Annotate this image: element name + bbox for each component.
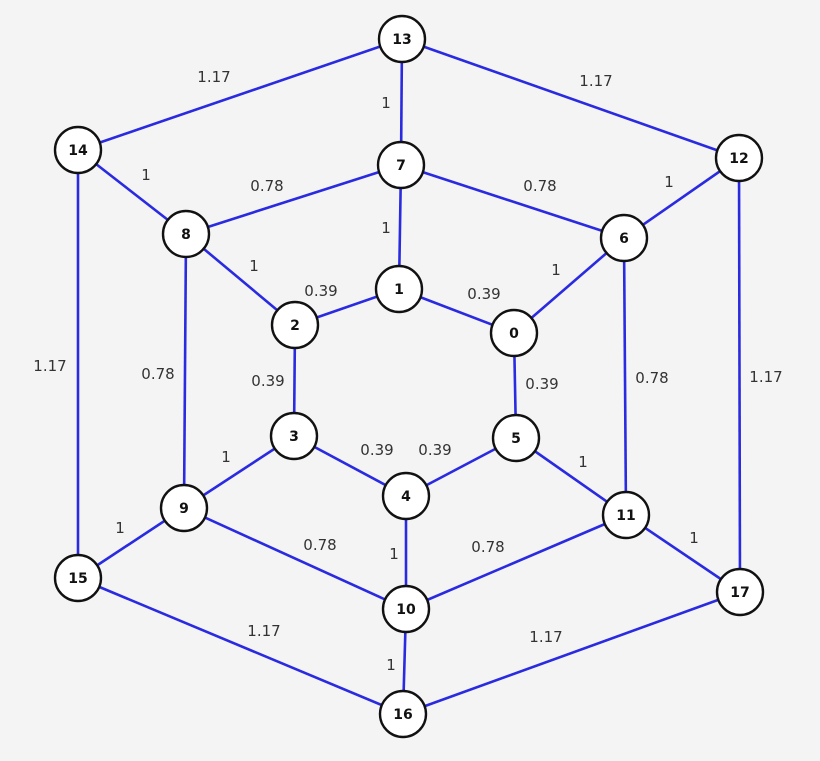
node-circle-10 [381,584,431,634]
node-2: 2 [270,300,320,350]
node-circle-4 [381,471,431,521]
edge-weight-label-7-6: 0.78 [523,177,556,195]
node-label-6: 6 [619,231,629,247]
node-17: 17 [715,567,765,617]
edge-weight-label-2-3: 0.39 [251,372,284,390]
edge-weight-label-7-13: 1 [381,94,391,112]
node-label-12: 12 [729,151,748,167]
edge-0-6 [513,237,625,334]
node-circle-17 [715,567,765,617]
edge-weight-label-1-0: 0.39 [467,285,500,303]
edge-weight-label-7-8: 0.78 [250,177,283,195]
node-0: 0 [489,308,539,358]
node-14: 14 [53,125,103,175]
node-label-10: 10 [396,602,416,618]
edge-weight-label-8-9: 0.78 [141,365,174,383]
node-circle-15 [53,553,103,603]
node-label-1: 1 [394,282,404,298]
node-4: 4 [381,471,431,521]
node-circle-16 [378,689,428,739]
edge-weight-label-12-17: 1.17 [749,368,782,386]
edge-13-12 [401,37,740,160]
node-circle-6 [599,213,649,263]
node-circle-2 [270,300,320,350]
edge-weight-label-4-5: 0.39 [418,441,451,459]
node-label-2: 2 [290,318,300,334]
edge-weight-label-6-11: 0.78 [635,369,668,387]
node-circle-0 [489,308,539,358]
node-16: 16 [378,689,428,739]
node-label-4: 4 [401,489,411,505]
edge-weight-label-13-12: 1.17 [579,72,612,90]
node-11: 11 [601,490,651,540]
edge-weight-label-11-10: 0.78 [471,538,504,556]
edge-weight-label-1-7: 1 [381,219,391,237]
edge-weight-label-3-9: 1 [221,448,231,466]
edge-7-8 [185,163,402,236]
edge-weight-label-5-11: 1 [578,453,588,471]
node-13: 13 [377,14,427,64]
node-7: 7 [376,140,426,190]
node-circle-1 [374,264,424,314]
node-label-0: 0 [509,326,519,342]
node-label-11: 11 [616,508,635,524]
edge-weight-label-14-15: 1.17 [33,357,66,375]
node-label-14: 14 [68,143,88,159]
node-circle-11 [601,490,651,540]
edge-weight-label-3-4: 0.39 [360,441,393,459]
edge-weight-label-9-15: 1 [115,519,125,537]
node-circle-3 [269,411,319,461]
edge-9-10 [183,506,407,611]
node-label-13: 13 [392,32,411,48]
node-15: 15 [53,553,103,603]
node-label-5: 5 [511,431,521,447]
node-circle-7 [376,140,426,190]
node-12: 12 [714,133,764,183]
node-label-3: 3 [289,429,299,445]
node-circle-13 [377,14,427,64]
edge-weight-label-6-12: 1 [664,173,674,191]
edge-weight-label-9-10: 0.78 [303,536,336,554]
edge-8-9 [182,233,188,509]
node-10: 10 [381,584,431,634]
node-1: 1 [374,264,424,314]
edge-7-6 [400,163,625,240]
edge-weight-label-2-8: 1 [249,257,259,275]
edge-weight-label-1-2: 0.39 [304,282,337,300]
edge-16-17 [402,590,741,716]
edge-13-14 [77,37,403,152]
edge-weight-label-5-0: 0.39 [525,375,558,393]
edge-weight-label-15-16: 1.17 [247,622,280,640]
node-label-15: 15 [68,571,87,587]
node-circle-12 [714,133,764,183]
node-label-17: 17 [730,585,749,601]
edge-15-16 [77,576,404,716]
node-circle-14 [53,125,103,175]
node-label-9: 9 [179,501,189,517]
edge-weight-label-13-14: 1.17 [197,68,230,86]
node-8: 8 [161,209,211,259]
edge-weight-label-0-6: 1 [551,261,561,279]
node-circle-9 [159,483,209,533]
edge-weight-label-4-10: 1 [389,545,399,563]
edge-weight-label-10-16: 1 [386,656,396,674]
node-circle-8 [161,209,211,259]
edge-weight-label-8-14: 1 [141,166,151,184]
edge-11-10 [405,513,627,611]
edge-6-11 [622,237,628,516]
edge-weight-label-11-17: 1 [689,529,699,547]
node-9: 9 [159,483,209,533]
edge-weight-label-16-17: 1.17 [529,628,562,646]
node-5: 5 [491,413,541,463]
node-6: 6 [599,213,649,263]
edge-12-17 [737,157,742,593]
node-label-16: 16 [393,707,412,723]
node-circle-5 [491,413,541,463]
node-label-7: 7 [396,158,406,174]
node-label-8: 8 [181,227,191,243]
node-3: 3 [269,411,319,461]
